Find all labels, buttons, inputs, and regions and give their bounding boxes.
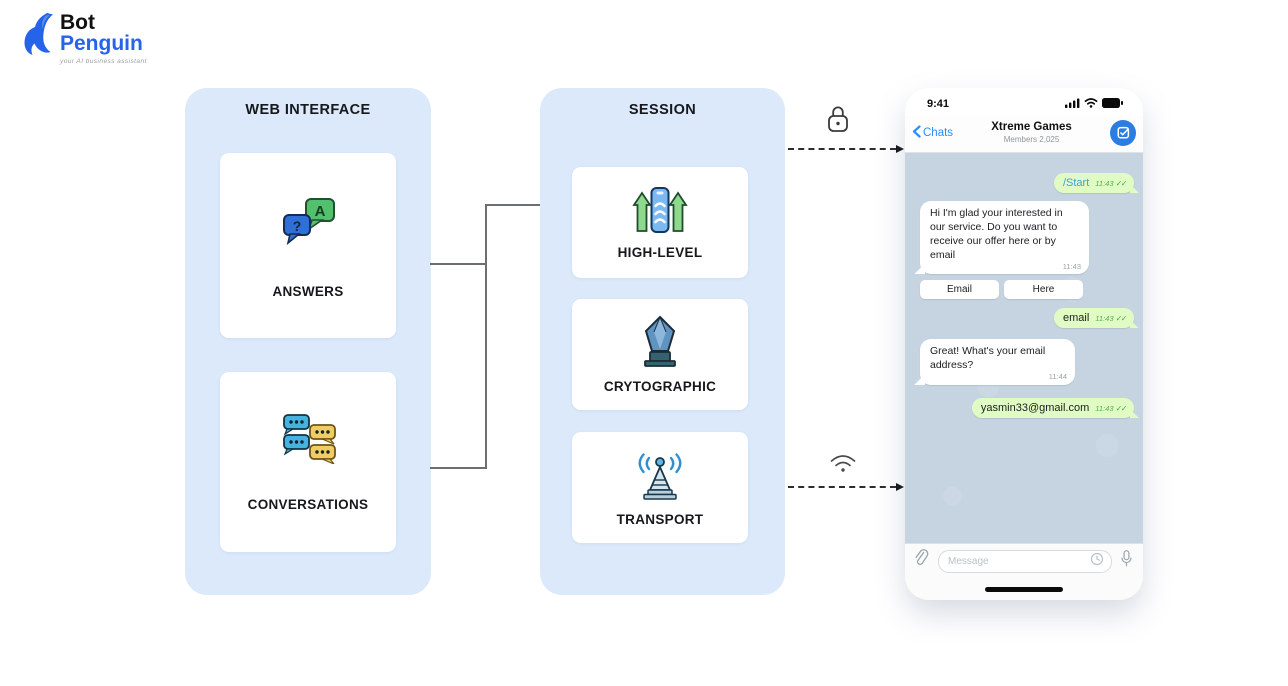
message-time: 11:43: [1062, 261, 1081, 271]
status-time: 9:41: [927, 98, 950, 110]
botpenguin-logo: Bot Penguin your AI business assistant: [20, 12, 147, 66]
svg-text:?: ?: [293, 218, 302, 234]
quick-reply-buttons: Email Here: [920, 280, 1134, 300]
message-text: yasmin33@gmail.com: [980, 402, 1090, 415]
connector-vertical: [485, 205, 487, 469]
high-level-card: HIGH-LEVEL: [572, 167, 748, 278]
email-button[interactable]: Email: [920, 280, 999, 300]
message-bot-ask-email: Great! What's your email address? 11:44: [920, 339, 1075, 386]
conversations-label: CONVERSATIONS: [247, 497, 369, 512]
read-receipt-icon: ✓✓: [1115, 179, 1128, 188]
crystal-icon: [631, 315, 689, 374]
qa-speech-bubbles-icon: A ?: [276, 193, 340, 254]
attachment-paperclip-icon[interactable]: [915, 549, 930, 573]
battery-icon: [1102, 95, 1123, 113]
crytographic-label: CRYTOGRAPHIC: [603, 379, 717, 394]
message-email-address: yasmin33@gmail.com 11:43 ✓✓: [971, 398, 1134, 419]
home-indicator[interactable]: [985, 586, 1063, 592]
connector-answers: [430, 263, 486, 265]
svg-text:A: A: [315, 203, 326, 220]
microphone-icon[interactable]: [1120, 549, 1133, 573]
session-to-phone-arrow-bottom: [788, 483, 904, 491]
cellular-signal-icon: [1065, 95, 1080, 113]
session-title: SESSION: [628, 102, 697, 118]
message-input-bar: [905, 543, 1143, 578]
phone-bottom-area: [905, 578, 1143, 600]
message-bot-offer: Hi I'm glad your interested in our servi…: [920, 201, 1089, 275]
message-input[interactable]: [946, 554, 1086, 568]
answers-label: ANSWERS: [272, 283, 344, 299]
wifi-icon: [828, 450, 858, 479]
session-panel: SESSION HIGH-LEVEL: [540, 88, 785, 595]
message-time: 11:43: [1095, 314, 1114, 324]
back-chevron-icon: [912, 124, 921, 141]
web-interface-panel: WEB INTERFACE A ? ANSWERS: [185, 88, 431, 595]
chat-bubbles-icon: [277, 412, 339, 469]
logo-word-penguin: Penguin: [60, 32, 143, 56]
telegram-phone-mockup: 9:41: [905, 88, 1143, 600]
here-button[interactable]: Here: [1004, 280, 1083, 300]
wifi-status-icon: [1084, 95, 1098, 113]
message-start: /Start 11:43 ✓✓: [1053, 173, 1134, 193]
message-time: 11:43: [1095, 179, 1114, 188]
chat-header: Chats Xtreme Games Members 2,025: [905, 116, 1143, 153]
message-email-choice: email 11:43 ✓✓: [1053, 308, 1134, 329]
message-text: Great! What's your email address?: [930, 345, 1046, 372]
message-text: /Start: [1062, 177, 1090, 189]
conversations-card: CONVERSATIONS: [220, 372, 396, 552]
phone-upload-icon: [629, 185, 691, 240]
read-receipt-icon: ✓✓: [1115, 314, 1128, 324]
phone-status-bar: 9:41: [905, 88, 1143, 116]
high-level-label: HIGH-LEVEL: [617, 245, 703, 260]
chat-message-area: /Start 11:43 ✓✓ Hi I'm glad your interest…: [905, 153, 1143, 543]
message-text: email: [1062, 312, 1090, 325]
chat-title: Xtreme Games: [991, 121, 1072, 134]
message-time: 11:44: [1048, 372, 1067, 382]
back-to-chats-button[interactable]: Chats: [912, 124, 954, 141]
web-interface-title: WEB INTERFACE: [245, 102, 371, 118]
logo-word-bot: Bot: [60, 11, 95, 34]
connector-conversations: [430, 467, 486, 469]
transport-label: TRANSPORT: [616, 512, 704, 527]
radio-tower-icon: [629, 448, 691, 507]
chat-members-count: Members 2,025: [1003, 134, 1060, 144]
answers-card: A ? ANSWERS: [220, 153, 396, 338]
connector-session: [485, 204, 540, 206]
message-text: Hi I'm glad your interested in our servi…: [930, 207, 1063, 261]
message-input-pill: [938, 549, 1112, 573]
read-receipt-icon: ✓✓: [1115, 404, 1128, 414]
lock-icon: [826, 104, 850, 140]
session-to-phone-arrow-top: [788, 145, 904, 153]
message-time: 11:43: [1095, 404, 1114, 414]
back-label: Chats: [923, 126, 954, 139]
compose-button[interactable]: [1110, 119, 1136, 146]
transport-card: TRANSPORT: [572, 432, 748, 543]
scheduled-clock-icon[interactable]: [1090, 552, 1104, 571]
logo-tagline: your AI business assistant: [60, 57, 147, 65]
crytographic-card: CRYTOGRAPHIC: [572, 299, 748, 410]
penguin-logo-icon: [20, 12, 54, 61]
